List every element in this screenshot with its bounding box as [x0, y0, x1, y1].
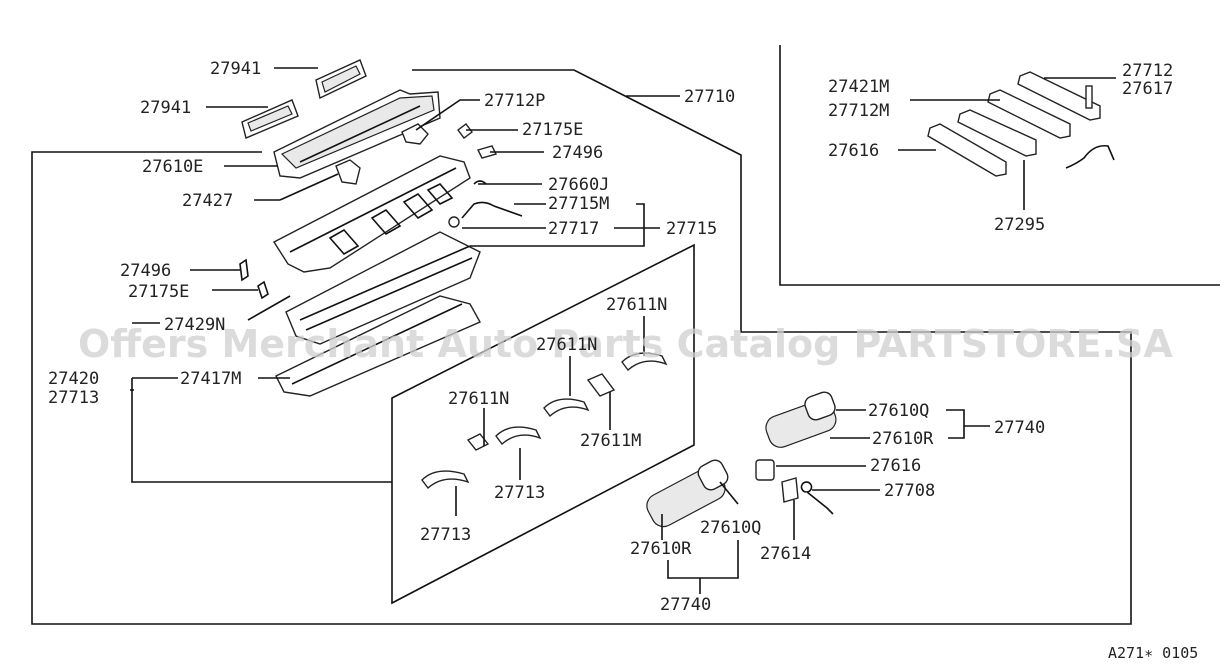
- parts-artwork: [239, 59, 1115, 528]
- clip-27496-left: [239, 258, 249, 282]
- label-27610Q-a: 27610Q: [868, 401, 929, 421]
- clip-27496-top: [476, 145, 498, 159]
- label-27713-b: 27713: [494, 483, 545, 503]
- clip-27175E-top: [457, 123, 473, 139]
- label-27616-r: 27616: [828, 141, 879, 161]
- label-27712-r: 27712: [1122, 61, 1173, 81]
- watermark-text: Offers Merchant Auto Parts Catalog PARTS…: [78, 322, 1173, 366]
- label-27496-b: 27496: [120, 261, 171, 281]
- label-27610Q-b: 27610Q: [700, 518, 761, 538]
- harness-27715M: [461, 201, 523, 219]
- part-27614: [781, 477, 799, 503]
- label-27715M: 27715M: [548, 194, 609, 214]
- wire-27660J: [473, 180, 487, 185]
- label-27616-m: 27616: [870, 456, 921, 476]
- label-27713-a: 27713: [48, 388, 99, 408]
- part-27616-mid: [755, 459, 775, 481]
- label-27611N-b: 27611N: [536, 335, 597, 355]
- diagram-code: A271∗ 0105: [1108, 644, 1198, 662]
- label-27611N-c: 27611N: [448, 389, 509, 409]
- duct-tubes-upper: [765, 391, 837, 448]
- connector-27717: [448, 216, 460, 228]
- label-27611N-a: 27611N: [606, 295, 667, 315]
- label-27660J: 27660J: [548, 175, 609, 195]
- label-27941-mid: 27941: [140, 98, 191, 118]
- main-duct-housing: [272, 155, 471, 273]
- bracket-27712P: [401, 123, 429, 145]
- label-27712P: 27712P: [484, 91, 545, 111]
- label-27421M: 27421M: [828, 77, 889, 97]
- label-27713-c: 27713: [420, 525, 471, 545]
- label-27610R-a: 27610R: [872, 429, 934, 449]
- label-27715: 27715: [666, 219, 717, 239]
- part-labels: 27941 27941 27610E 27427 27712P 27710 27…: [48, 59, 1173, 615]
- label-27708: 27708: [884, 481, 935, 501]
- bracket-27427: [335, 159, 361, 185]
- frame-lines: [31, 45, 1220, 625]
- label-27611M: 27611M: [580, 431, 641, 451]
- part-27708: [800, 481, 834, 515]
- label-27496-a: 27496: [552, 143, 603, 163]
- label-27617: 27617: [1122, 79, 1173, 99]
- duct-cover-27610E: [273, 89, 441, 179]
- label-27941-top: 27941: [210, 59, 261, 79]
- inset-parts: [927, 71, 1115, 177]
- label-27717: 27717: [548, 219, 599, 239]
- grille-top: [315, 59, 367, 100]
- label-27710: 27710: [684, 87, 735, 107]
- liners-group: [421, 352, 668, 490]
- label-27175E-b: 27175E: [128, 282, 189, 302]
- label-27175E-a: 27175E: [522, 120, 583, 140]
- tray-27417M: [275, 295, 481, 397]
- label-27295: 27295: [994, 215, 1045, 235]
- label-27427: 27427: [182, 191, 233, 211]
- label-27610R-b: 27610R: [630, 539, 692, 559]
- clip-27175E-left: [257, 280, 269, 300]
- label-27740-b: 27740: [660, 595, 711, 615]
- label-27712M: 27712M: [828, 101, 889, 121]
- leader-lines: [132, 67, 1116, 594]
- grille-left: [241, 99, 299, 139]
- label-27417M: 27417M: [180, 369, 241, 389]
- label-27429N: 27429N: [164, 315, 225, 335]
- label-27420: 27420: [48, 369, 99, 389]
- label-27740-a: 27740: [994, 418, 1045, 438]
- label-27614: 27614: [760, 544, 811, 564]
- label-27610E: 27610E: [142, 157, 203, 177]
- lower-housing: [285, 231, 481, 345]
